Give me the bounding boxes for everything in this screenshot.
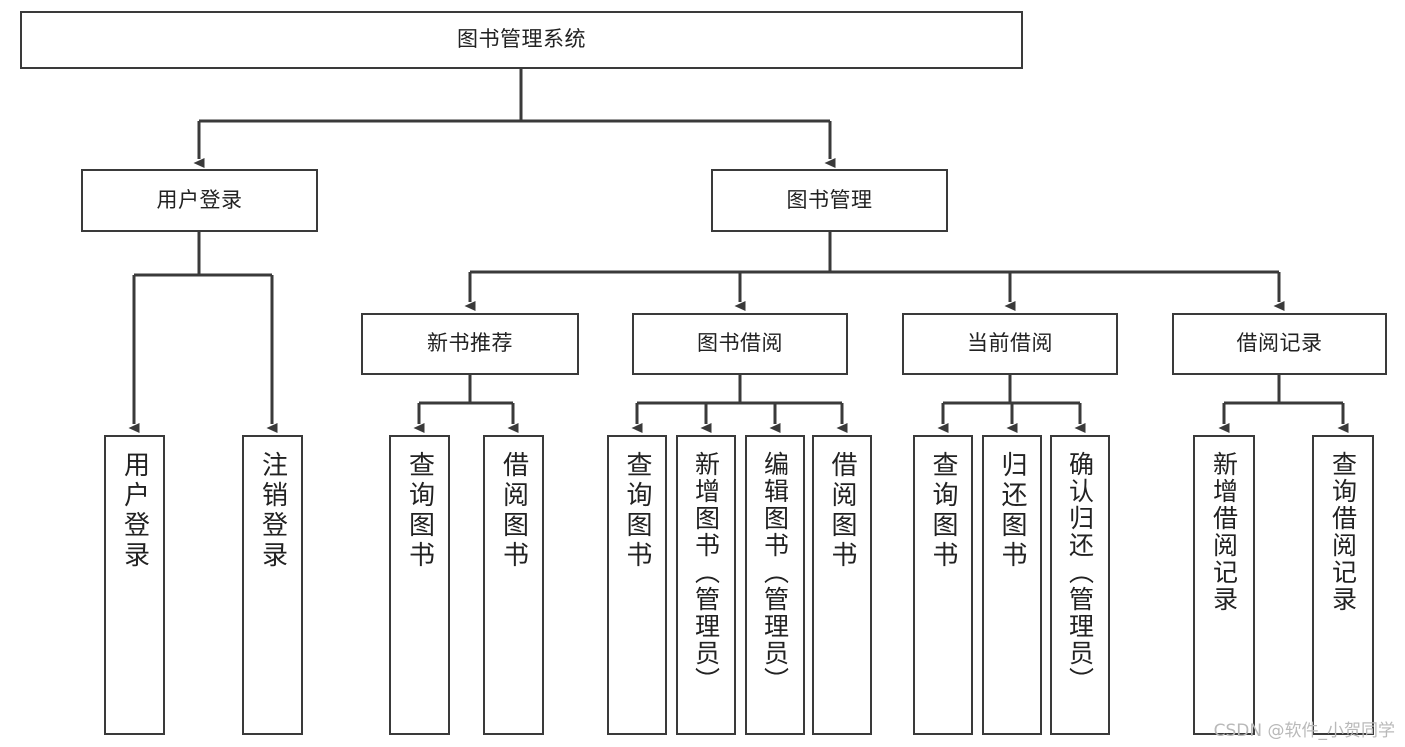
node-label: 图书借阅 bbox=[697, 331, 783, 356]
node-leaf-borrow-book-2[interactable]: 借阅图书 bbox=[812, 435, 872, 735]
node-book-borrow[interactable]: 图书借阅 bbox=[632, 313, 848, 375]
node-leaf-query-book-1[interactable]: 查询图书 bbox=[389, 435, 450, 735]
node-leaf-user-login[interactable]: 用户登录 bbox=[104, 435, 165, 735]
node-label: 当前借阅 bbox=[967, 331, 1053, 356]
node-book-management[interactable]: 图书管理 bbox=[711, 169, 948, 232]
node-label: 查询图书 bbox=[622, 451, 652, 571]
node-leaf-return-book[interactable]: 归还图书 bbox=[982, 435, 1042, 735]
node-leaf-add-record[interactable]: 新增借阅记录 bbox=[1193, 435, 1255, 735]
node-leaf-query-record[interactable]: 查询借阅记录 bbox=[1312, 435, 1374, 735]
node-label: 借阅图书 bbox=[498, 451, 529, 571]
node-label: 新书推荐 bbox=[427, 331, 513, 356]
node-label: 用户登录 bbox=[156, 187, 243, 212]
node-label: 注销登录 bbox=[257, 451, 288, 571]
node-label: 查询图书 bbox=[928, 451, 958, 571]
node-label: 查询借阅记录 bbox=[1328, 451, 1358, 613]
node-label: 图书管理系统 bbox=[457, 27, 586, 52]
node-label: 确认归还（管理员） bbox=[1065, 451, 1095, 694]
node-root-system[interactable]: 图书管理系统 bbox=[20, 11, 1023, 69]
node-leaf-query-book-3[interactable]: 查询图书 bbox=[913, 435, 973, 735]
node-leaf-logout-login[interactable]: 注销登录 bbox=[242, 435, 303, 735]
csdn-watermark: CSDN @软件_小贺同学 bbox=[1213, 721, 1395, 741]
node-new-book-recommend[interactable]: 新书推荐 bbox=[361, 313, 579, 375]
node-leaf-borrow-book-1[interactable]: 借阅图书 bbox=[483, 435, 544, 735]
node-leaf-query-book-2[interactable]: 查询图书 bbox=[607, 435, 667, 735]
node-label: 归还图书 bbox=[997, 451, 1027, 571]
node-current-borrow[interactable]: 当前借阅 bbox=[902, 313, 1118, 375]
node-label: 编辑图书（管理员） bbox=[760, 451, 790, 694]
node-label: 查询图书 bbox=[404, 451, 435, 571]
node-label: 新增借阅记录 bbox=[1209, 451, 1239, 613]
node-leaf-add-book[interactable]: 新增图书（管理员） bbox=[676, 435, 736, 735]
node-label: 图书管理 bbox=[786, 187, 873, 212]
node-borrow-record[interactable]: 借阅记录 bbox=[1172, 313, 1387, 375]
node-label: 新增图书（管理员） bbox=[691, 451, 721, 694]
node-leaf-confirm-return[interactable]: 确认归还（管理员） bbox=[1050, 435, 1110, 735]
node-leaf-edit-book[interactable]: 编辑图书（管理员） bbox=[745, 435, 805, 735]
node-label: 借阅记录 bbox=[1236, 331, 1323, 356]
node-label: 用户登录 bbox=[119, 451, 150, 571]
node-user-login[interactable]: 用户登录 bbox=[81, 169, 318, 232]
node-label: 借阅图书 bbox=[827, 451, 857, 571]
